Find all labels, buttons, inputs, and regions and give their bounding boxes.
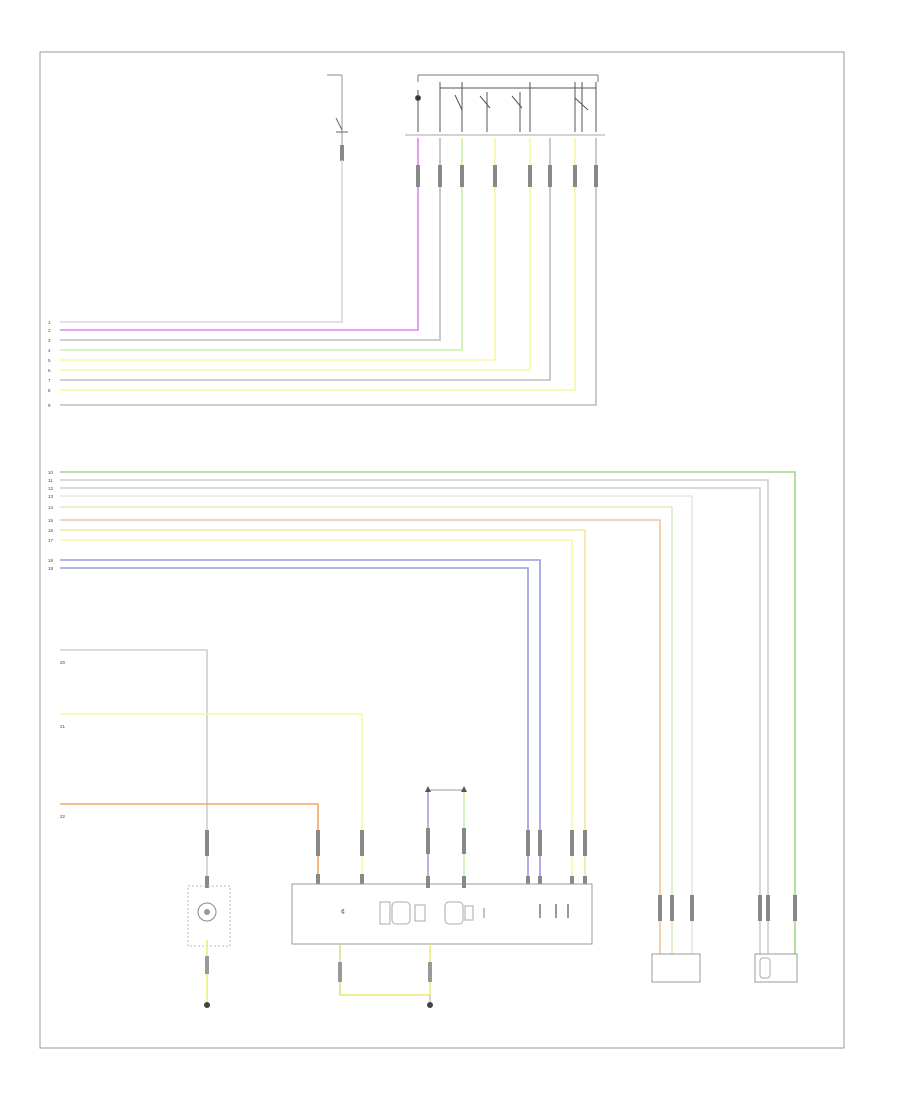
svg-text:¢: ¢	[341, 909, 345, 916]
lower-wire	[60, 567, 529, 884]
upper-pin-number: 1	[48, 320, 51, 325]
single-pin-number: 21	[60, 724, 66, 729]
wire-connector	[690, 895, 694, 921]
wire-connector	[416, 165, 420, 187]
wire-connector	[793, 895, 797, 921]
lower-wire	[60, 479, 769, 954]
lower-wire	[60, 559, 541, 884]
lower-wire	[60, 539, 573, 884]
wire-connector	[526, 830, 530, 856]
lower-pin-number: 16	[48, 528, 54, 533]
upper-pin-number: 9	[48, 403, 51, 408]
wire-connector	[316, 874, 320, 886]
wire-connector	[548, 165, 552, 187]
upper-pin-number: 5	[48, 358, 51, 363]
lower-pin-number: 12	[48, 486, 54, 491]
ground-center-icon	[427, 1002, 433, 1008]
top-left-component	[327, 74, 348, 161]
lower-wire	[60, 471, 796, 954]
lower-pin-number: 10	[48, 470, 54, 475]
wire-connector	[526, 876, 530, 888]
module-top-connector	[425, 786, 467, 888]
lower-wire	[60, 506, 673, 954]
single-wire	[60, 803, 319, 884]
upper-wire	[60, 138, 531, 371]
lower-pin-number: 11	[48, 478, 53, 483]
upper-wire	[60, 138, 441, 341]
wire-connector	[316, 830, 320, 856]
wire-connector	[758, 895, 762, 921]
wire-connector	[493, 165, 497, 187]
upper-wire	[60, 160, 343, 323]
wire-connector	[570, 830, 574, 856]
wire-connector	[460, 165, 464, 187]
wire-connector	[538, 876, 542, 888]
upper-pin-number: 6	[48, 368, 51, 373]
lower-pin-number: 14	[48, 505, 54, 510]
wire-connector	[438, 165, 442, 187]
light-switch	[405, 74, 605, 136]
right-sensor	[754, 953, 798, 983]
wire-connector	[658, 895, 662, 921]
wire-connector	[538, 830, 542, 856]
wire-connector	[528, 165, 532, 187]
left-sensor	[651, 953, 701, 983]
control-module: ¢	[291, 883, 593, 1008]
diagram-border	[39, 51, 845, 1049]
single-wire-labels: 20 21 22	[60, 660, 66, 819]
upper-wire	[60, 138, 576, 391]
lower-wire	[60, 495, 693, 954]
wire-connector	[594, 165, 598, 187]
wire-connector	[205, 876, 209, 888]
upper-wire	[60, 138, 496, 361]
lower-pin-number: 18	[48, 558, 54, 563]
ground-left-icon	[204, 1002, 210, 1008]
single-pin-number: 20	[60, 660, 66, 665]
single-wire	[60, 649, 208, 886]
wire-connector	[573, 165, 577, 187]
upper-wire	[60, 138, 419, 331]
wire-connector	[583, 876, 587, 888]
single-wires	[60, 649, 364, 888]
upper-wire	[60, 138, 597, 406]
upper-pin-number: 8	[48, 388, 51, 393]
lower-wire	[60, 519, 661, 954]
wire-connector	[360, 830, 364, 856]
horn	[187, 885, 231, 1008]
wire-connector	[583, 830, 587, 856]
lower-pin-number: 13	[48, 494, 54, 499]
wire-connector	[360, 874, 364, 886]
upper-pin-number: 2	[48, 328, 51, 333]
wire-connector	[670, 895, 674, 921]
single-wire	[60, 713, 363, 884]
single-pin-number: 22	[60, 814, 66, 819]
lower-harness	[60, 471, 797, 954]
upper-harness-labels: 1 2 3 4 5 6 7 8 9	[48, 320, 51, 408]
lower-pin-number: 17	[48, 538, 54, 543]
upper-wire	[60, 138, 551, 381]
upper-pin-number: 3	[48, 338, 51, 343]
upper-pin-number: 4	[48, 348, 51, 353]
lower-harness-labels: 10 11 12 13 14 15 16 17 18 19	[48, 470, 54, 571]
wire-connector	[766, 895, 770, 921]
lower-wire	[60, 487, 761, 954]
wire-connector	[205, 830, 209, 856]
lower-pin-number: 19	[48, 566, 54, 571]
upper-pin-number: 7	[48, 378, 51, 383]
upper-harness	[60, 138, 598, 406]
upper-wire	[60, 138, 463, 351]
wire-connector	[570, 876, 574, 888]
lower-wire	[60, 529, 586, 884]
lower-pin-number: 15	[48, 518, 54, 523]
